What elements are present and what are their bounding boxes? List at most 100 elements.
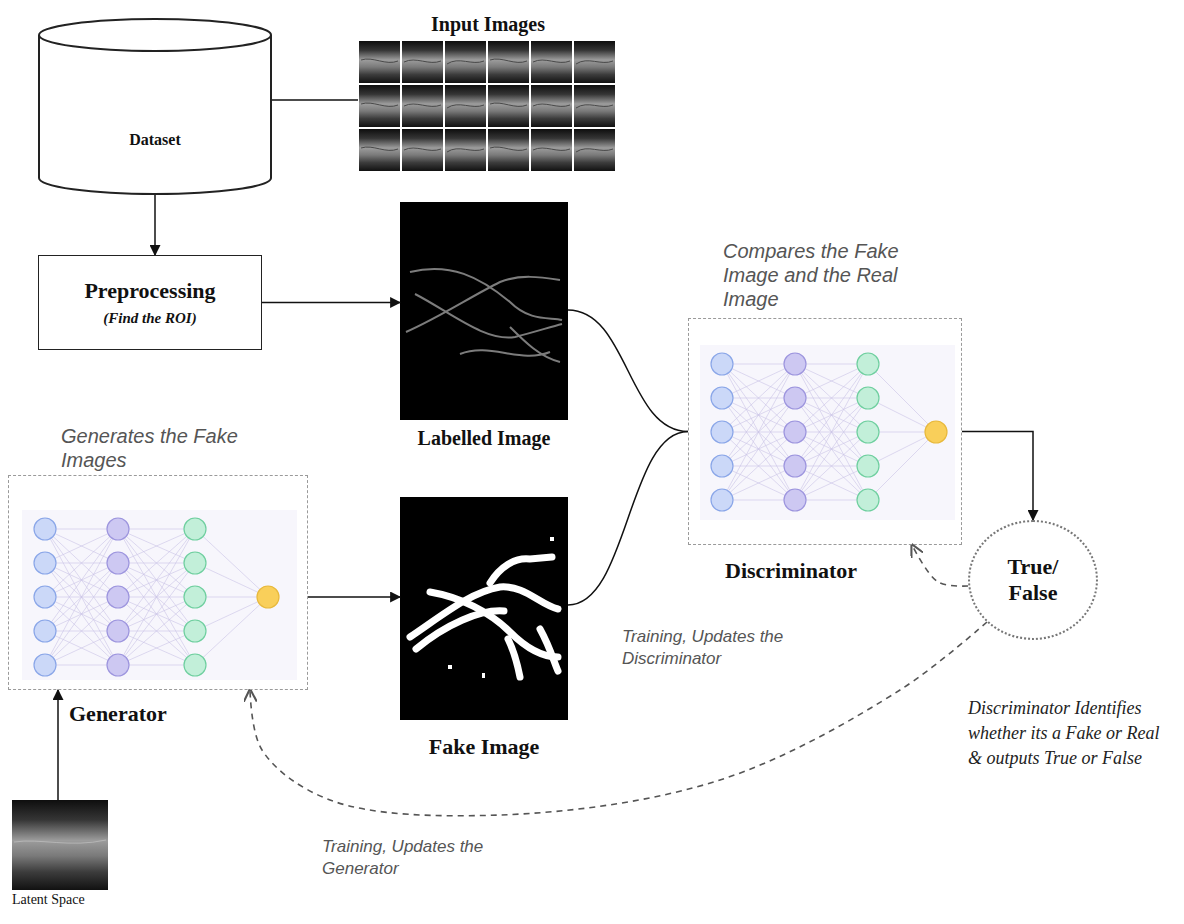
network-link [795,364,868,398]
decision-circle: True/ FalseDiscriminator Identifies whet… [968,520,1098,640]
fake-vein [490,557,552,583]
neuron [107,586,129,608]
network-link [722,398,795,500]
flow-connector [308,596,400,598]
image-caption: Latent Space [12,892,85,909]
node-title: Discriminator [725,558,857,584]
node-heading: Generates the Fake Images [61,424,301,472]
neuron [784,387,806,409]
vein-shadow [576,149,613,152]
image-panel: Latent Space [12,800,108,890]
process-box: Preprocessing (Find the ROI) [38,255,262,350]
network-link [195,563,268,597]
network-link [795,364,868,466]
neuron [711,489,733,511]
vein-shadow [576,105,613,108]
node-note: Discriminator Identifies whether its a F… [968,696,1173,772]
cylinder-outline [38,18,272,195]
noise-dot [448,665,452,669]
neuron [857,489,879,511]
network-link [795,466,868,500]
network-link [45,529,118,631]
network-link [722,364,795,466]
flow-connector [962,432,1033,521]
neural-network [711,353,947,511]
input-image-tile [488,129,529,171]
network-link [45,563,118,665]
network-link [195,597,268,631]
input-image-tile [445,41,486,83]
network-link [722,364,795,398]
feedback-arrow [250,622,987,816]
network-link [118,529,195,563]
network-link [45,631,118,665]
network-link [118,563,195,665]
network-link [795,398,868,500]
noise-dot [482,673,485,678]
neuron [34,552,56,574]
vein-shadow [533,148,570,150]
neuron [711,455,733,477]
node-title: Dataset [129,130,181,149]
image-panel: Labelled Image [400,202,568,420]
vein-shadow [361,103,398,106]
vein-shadow [533,60,570,62]
neuron [184,552,206,574]
network-link [118,529,195,631]
neuron [34,586,56,608]
neuron [184,654,206,676]
input-image-tile [488,41,529,83]
image-caption: Labelled Image [418,426,551,450]
neuron [184,586,206,608]
vein-shadow [533,104,570,106]
vein-line [406,277,560,332]
neuron [711,421,733,443]
input-image-tile [402,85,443,127]
input-image-tile [445,85,486,127]
image-panel: Fake Image [400,497,568,720]
neuron [107,654,129,676]
input-image-tile [488,85,529,127]
flow-connector [568,310,688,432]
input-image-tile [359,41,400,83]
neuron [107,552,129,574]
neural-network [34,518,279,676]
flow-connector [262,302,400,304]
input-image-tile [531,41,572,83]
fake-image [400,497,568,720]
cylinder-body [39,35,271,194]
fake-vein [540,629,558,671]
fake-vein [508,639,520,677]
vein-shadow [404,148,441,150]
node-note: (Find the ROI) [103,309,196,327]
network-link [722,364,795,398]
image-panel: Input Images [358,40,618,172]
input-image-tile [574,85,615,127]
vein-shadow [361,147,398,150]
network-link [45,563,118,665]
input-image-tile [445,129,486,171]
network-link [118,631,195,665]
input-image-tile [531,85,572,127]
input-image-tile [402,129,443,171]
neuron [857,421,879,443]
network-link [118,529,195,563]
input-image-tile [359,129,400,171]
input-image-tile [531,129,572,171]
neuron [34,518,56,540]
vein-shadow [361,59,398,62]
vein-shadow [404,60,441,62]
neuron [34,654,56,676]
input-image-tile [359,85,400,127]
fake-vein [416,611,504,649]
network-link [795,466,868,500]
vein-shadow [447,149,484,152]
flow-connector [154,195,156,255]
network-link [722,466,795,500]
feedback-arrow [912,545,968,586]
output-neuron [925,421,947,443]
node-title: Preprocessing [84,278,215,304]
vein-shadow [490,147,527,150]
network-link [45,529,118,563]
network-ground [700,345,955,520]
